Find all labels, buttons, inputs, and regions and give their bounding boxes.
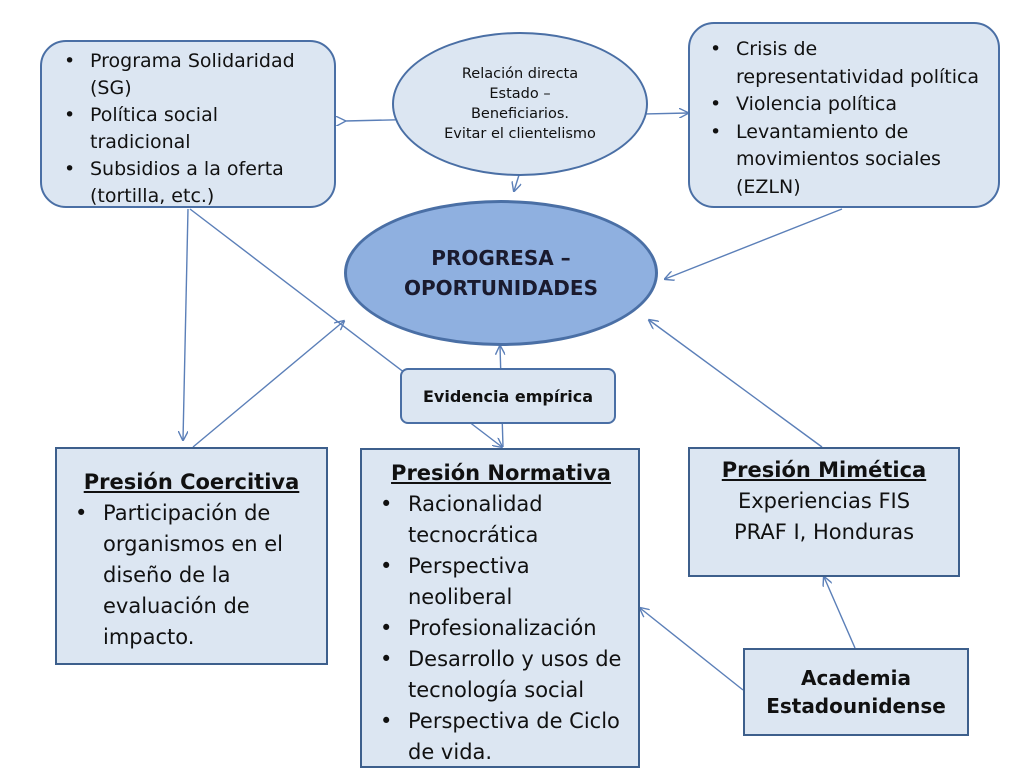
box-presion-coercitiva: Presión Coercitiva Participación de orga…	[55, 447, 328, 665]
list-item: Violencia política	[700, 91, 990, 119]
evidence-label: Evidencia empírica	[423, 386, 593, 406]
list-item: Profesionalización	[370, 613, 632, 644]
center-title-line: OPORTUNIDADES	[404, 276, 598, 300]
oval-line: Evitar el clientelismo	[444, 126, 596, 142]
list-item: Participación de organismos en el diseño…	[65, 498, 318, 653]
list-item: Racionalidad tecnocrática	[370, 489, 632, 551]
arrow-academia-to-normative	[640, 608, 744, 691]
coercive-title: Presión Coercitiva	[83, 470, 300, 494]
list-item: Levantamiento de movimientos sociales (E…	[700, 119, 990, 202]
arrow-mimetic-to-center	[649, 320, 823, 448]
academia-line: Academia	[801, 666, 911, 690]
list-item: Perspectiva de Ciclo de vida.	[370, 706, 632, 768]
academia-line: Estadounidense	[766, 694, 946, 718]
oval-progresa-oportunidades: PROGRESA – OPORTUNIDADES	[344, 200, 658, 346]
list-top-left: Programa Solidaridad (SG) Política socia…	[54, 48, 324, 210]
list-item: Desarrollo y usos de tecnología social	[370, 644, 632, 706]
oval-line: Beneficiarios.	[470, 106, 569, 122]
arrow-academia-to-mimetic	[824, 577, 856, 649]
list-item: Subsidios a la oferta (tortilla, etc.)	[54, 156, 324, 210]
arrow-coercive-to-center	[192, 321, 344, 448]
arrow-topleft-to-coercive	[183, 208, 189, 440]
oval-line: Relación directa	[461, 66, 579, 82]
normative-title: Presión Normativa	[391, 461, 611, 485]
mimetic-line: PRAF I, Honduras	[733, 520, 915, 544]
box-presion-normativa: Presión Normativa Racionalidad tecnocrát…	[360, 448, 640, 768]
list-coercive: Participación de organismos en el diseño…	[65, 498, 318, 653]
box-presion-mimetica: Presión Mimética Experiencias FIS PRAF I…	[688, 447, 960, 577]
list-normative: Racionalidad tecnocrática Perspectiva ne…	[370, 489, 632, 768]
list-item: Programa Solidaridad (SG)	[54, 48, 324, 102]
box-crisis-representatividad: Crisis de representatividad política Vio…	[688, 22, 1000, 208]
list-top-right: Crisis de representatividad política Vio…	[700, 36, 990, 201]
oval-line: Estado –	[489, 86, 551, 102]
oval-relacion-directa: Relación directa Estado – Beneficiarios.…	[392, 32, 648, 176]
center-title-line: PROGRESA –	[431, 246, 571, 270]
arrow-topright-to-center	[665, 208, 843, 279]
arrow-oval-to-center	[514, 174, 519, 191]
list-item: Perspectiva neoliberal	[370, 551, 632, 613]
mimetic-line: Experiencias FIS	[737, 489, 911, 513]
list-item: Política social tradicional	[54, 102, 324, 156]
box-evidencia-empirica: Evidencia empírica	[400, 368, 616, 424]
mimetic-title: Presión Mimética	[721, 458, 927, 482]
box-programa-solidaridad: Programa Solidaridad (SG) Política socia…	[40, 40, 336, 208]
list-item: Crisis de representatividad política	[700, 36, 990, 91]
box-academia-estadounidense: Academia Estadounidense	[743, 648, 969, 736]
